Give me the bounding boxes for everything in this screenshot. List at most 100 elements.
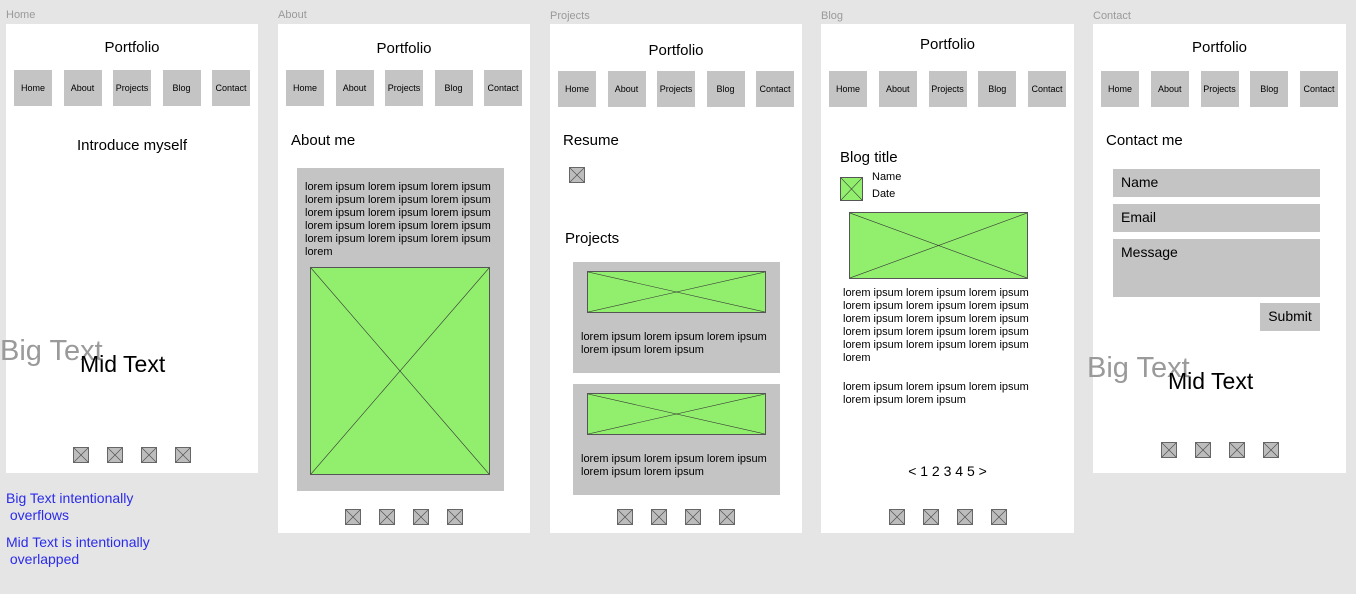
- big-text: Big Text: [1087, 352, 1190, 384]
- post-date: Date: [872, 188, 896, 200]
- nav-projects[interactable]: Projects: [113, 70, 151, 106]
- author-avatar: [840, 177, 863, 201]
- frame-label-about: About: [278, 9, 307, 21]
- project-image-placeholder: [587, 271, 766, 313]
- nav-contact[interactable]: Contact: [756, 71, 794, 107]
- social-icon[interactable]: [888, 509, 905, 525]
- home-frame: Portfolio Home About Projects Blog Conta…: [0, 24, 258, 473]
- blog-post-title[interactable]: Blog title: [840, 149, 898, 166]
- nav-home[interactable]: Home: [286, 70, 324, 106]
- nav-blog[interactable]: Blog: [162, 70, 201, 106]
- nav-projects[interactable]: Projects: [928, 71, 967, 107]
- blog-body-paragraph: lorem ipsum lorem ipsum lorem ipsum lore…: [843, 381, 1029, 406]
- social-icon[interactable]: [107, 447, 123, 463]
- nav-blog[interactable]: Blog: [1250, 71, 1289, 107]
- social-icon[interactable]: [990, 509, 1007, 525]
- mid-text: Mid Text: [1168, 368, 1254, 394]
- nav-about[interactable]: About: [878, 71, 917, 107]
- social-icon[interactable]: [685, 509, 701, 525]
- nav-home[interactable]: Home: [14, 70, 52, 106]
- nav-contact[interactable]: Contact: [484, 70, 522, 106]
- social-icon[interactable]: [413, 509, 429, 525]
- projects-heading: Projects: [565, 230, 620, 247]
- project-description: lorem ipsum lorem ipsum lorem ipsum lore…: [581, 331, 767, 356]
- nav-projects[interactable]: Projects: [1200, 71, 1239, 107]
- name-field[interactable]: Name: [1113, 169, 1320, 197]
- social-icons: [6, 447, 258, 463]
- social-icon[interactable]: [922, 509, 939, 525]
- social-icons: [821, 509, 1074, 525]
- resume-heading: Resume: [563, 132, 619, 149]
- image-placeholder: [310, 267, 490, 475]
- nav-bar: Home About Projects Blog Contact: [558, 71, 794, 107]
- social-icon[interactable]: [1160, 442, 1177, 458]
- social-icon[interactable]: [1262, 442, 1279, 458]
- author-name: Name: [872, 171, 902, 183]
- nav-blog[interactable]: Blog: [434, 70, 473, 106]
- site-title: Portfolio: [104, 39, 160, 56]
- nav-contact[interactable]: Contact: [212, 70, 250, 106]
- social-icon[interactable]: [447, 509, 463, 525]
- about-heading: About me: [291, 132, 356, 149]
- note-mid-text: Mid Text is intentionally overlapped: [6, 534, 150, 567]
- blog-frame: Portfolio Home About Projects Blog Conta…: [821, 24, 1074, 533]
- nav-home[interactable]: Home: [558, 71, 596, 107]
- social-icon[interactable]: [379, 509, 395, 525]
- social-icon[interactable]: [1194, 442, 1211, 458]
- nav-about[interactable]: About: [63, 70, 102, 106]
- contact-heading: Contact me: [1106, 132, 1183, 149]
- project-image-placeholder: [587, 393, 766, 435]
- resume-download-icon[interactable]: [569, 167, 585, 183]
- project-description: lorem ipsum lorem ipsum lorem ipsum lore…: [581, 453, 767, 478]
- nav-home[interactable]: Home: [829, 71, 867, 107]
- site-title: Portfolio: [648, 42, 704, 59]
- nav-bar: Home About Projects Blog Contact: [286, 70, 522, 106]
- nav-bar: Home About Projects Blog Contact: [829, 71, 1066, 107]
- blog-body-paragraph: lorem ipsum lorem ipsum lorem ipsum lore…: [843, 287, 1029, 364]
- social-icon[interactable]: [617, 509, 633, 525]
- projects-frame: Portfolio Home About Projects Blog Conta…: [550, 24, 802, 533]
- nav-blog[interactable]: Blog: [978, 71, 1017, 107]
- social-icon[interactable]: [956, 509, 973, 525]
- social-icon[interactable]: [141, 447, 157, 463]
- note-big-text: Big Text intentionally overflows: [6, 490, 134, 523]
- site-title: Portfolio: [919, 36, 976, 53]
- site-title: Portfolio: [1191, 39, 1248, 56]
- social-icons: [550, 509, 802, 525]
- intro-heading: Introduce myself: [76, 137, 188, 154]
- nav-projects[interactable]: Projects: [657, 71, 695, 107]
- about-frame: Portfolio Home About Projects Blog Conta…: [278, 24, 530, 533]
- contact-frame: Portfolio Home About Projects Blog Conta…: [1087, 24, 1346, 473]
- social-icon[interactable]: [345, 509, 361, 525]
- about-text: lorem ipsum lorem ipsum lorem ipsum lore…: [305, 181, 491, 258]
- nav-contact[interactable]: Contact: [1300, 71, 1338, 107]
- frame-label-contact: Contact: [1093, 10, 1131, 22]
- nav-bar: Home About Projects Blog Contact: [1101, 71, 1338, 107]
- nav-about[interactable]: About: [335, 70, 374, 106]
- nav-projects[interactable]: Projects: [385, 70, 423, 106]
- frame-label-blog: Blog: [821, 10, 844, 22]
- frame-label-projects: Projects: [550, 10, 590, 22]
- social-icons: [278, 509, 530, 525]
- pagination[interactable]: < 1 2 3 4 5 >: [908, 463, 987, 479]
- submit-button[interactable]: Submit: [1260, 303, 1320, 331]
- message-field[interactable]: Message: [1113, 239, 1320, 297]
- site-title: Portfolio: [376, 40, 432, 57]
- social-icon[interactable]: [1228, 442, 1245, 458]
- nav-home[interactable]: Home: [1101, 71, 1139, 107]
- blog-image-placeholder: [849, 212, 1028, 279]
- frame-label-home: Home: [6, 9, 36, 21]
- social-icon[interactable]: [719, 509, 735, 525]
- nav-contact[interactable]: Contact: [1028, 71, 1066, 107]
- social-icons: [1093, 442, 1346, 458]
- nav-bar: Home About Projects Blog Contact: [14, 70, 250, 106]
- social-icon[interactable]: [73, 447, 89, 463]
- nav-blog[interactable]: Blog: [706, 71, 745, 107]
- social-icon[interactable]: [175, 447, 191, 463]
- nav-about[interactable]: About: [1150, 71, 1189, 107]
- nav-about[interactable]: About: [607, 71, 646, 107]
- social-icon[interactable]: [651, 509, 667, 525]
- email-field[interactable]: Email: [1113, 204, 1320, 232]
- mid-text: Mid Text: [80, 351, 166, 377]
- big-text: Big Text: [0, 335, 103, 367]
